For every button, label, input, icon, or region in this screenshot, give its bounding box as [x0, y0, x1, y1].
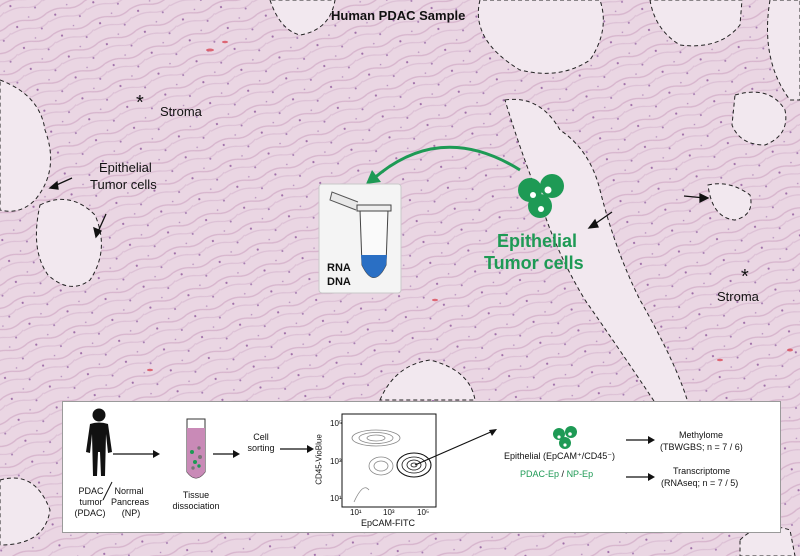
dissociation-tube-icon	[186, 418, 206, 479]
methylome-label: Methylome	[679, 430, 724, 440]
np-label-line3: (NP)	[121, 508, 141, 518]
np-label-line2: Pancreas	[110, 497, 150, 507]
tissue-label-line1: Tissue	[182, 490, 210, 500]
green-arrow	[371, 145, 521, 182]
gland-top-left	[269, 0, 336, 36]
epithelial-population-label: Epithelial (EpCAM⁺/CD45⁻)	[504, 451, 616, 461]
workflow-panel: PDAC tumor (PDAC) Normal Pancreas (NP) T…	[62, 401, 781, 533]
tube-label-dna: DNA	[327, 276, 351, 288]
sorting-label-line1: Cell	[253, 432, 269, 442]
gland-right-2	[731, 91, 787, 146]
gland-right-3	[707, 183, 752, 221]
transcriptome-detail: (RNAseq; n = 7 / 5)	[661, 478, 739, 488]
gland-left-top	[0, 79, 52, 212]
pdac-ep-label: PDAC-Ep	[520, 469, 560, 479]
pdac-label-line2: tumor	[79, 497, 103, 507]
tube-label-rna: RNA	[327, 262, 351, 274]
gland-top-mid	[477, 0, 604, 74]
pdac-label-line1: PDAC	[78, 486, 104, 496]
sorting-label-line2: sorting	[247, 443, 275, 453]
stroma-label-right: Stroma	[717, 289, 759, 304]
facs-ylabel: CD45-VioBlue	[314, 434, 324, 485]
facs-xtick-right: 10⁵	[417, 508, 430, 517]
group-separator: /	[561, 469, 565, 479]
workflow-graphics	[86, 408, 655, 508]
gland-top-right	[649, 0, 743, 47]
np-label-line1: Normal	[114, 486, 144, 496]
gland-bottom-mid	[379, 359, 476, 401]
facs-ytick-bottom: 10¹	[330, 494, 342, 503]
facs-ytick-mid: 10³	[330, 457, 342, 466]
stroma-asterisk-left: *	[136, 92, 144, 114]
facs-xtick-left: 10¹	[350, 508, 362, 517]
stroma-label-left: Stroma	[160, 104, 202, 119]
tissue-label-line2: dissociation	[172, 501, 220, 511]
epithelial-label-right-line1: Epithelial	[497, 231, 578, 251]
rna-dna-tube-card	[318, 183, 402, 294]
facs-plot	[341, 413, 497, 508]
epithelial-label-right-line2: Tumor cells	[484, 253, 584, 273]
person-icon	[86, 408, 112, 476]
epithelial-cells-icon	[553, 426, 577, 449]
facs-xlabel: EpCAM-FITC	[361, 518, 415, 528]
epithelial-label-left-line2: Tumor cells	[90, 177, 157, 192]
sample-groups-label: PDAC-Ep / NP-Ep	[520, 469, 593, 480]
transcriptome-label: Transcriptome	[673, 466, 731, 476]
stroma-asterisk-right: *	[741, 266, 749, 288]
epithelial-label-left-line1: Epithelial	[99, 160, 152, 175]
facs-ytick-top: 10⁵	[330, 419, 343, 428]
facs-xtick-mid: 10³	[383, 508, 395, 517]
pdac-label-line3: (PDAC)	[74, 508, 106, 518]
gland-right-edge	[767, 0, 800, 101]
methylome-detail: (TBWGBS; n = 7 / 6)	[660, 442, 743, 452]
page-title: Human PDAC Sample	[331, 8, 466, 23]
gland-left-mid	[35, 198, 102, 287]
tumor-cells-cluster-icon	[518, 174, 564, 218]
np-ep-label: NP-Ep	[566, 469, 594, 479]
gland-bottom-left	[0, 477, 51, 546]
